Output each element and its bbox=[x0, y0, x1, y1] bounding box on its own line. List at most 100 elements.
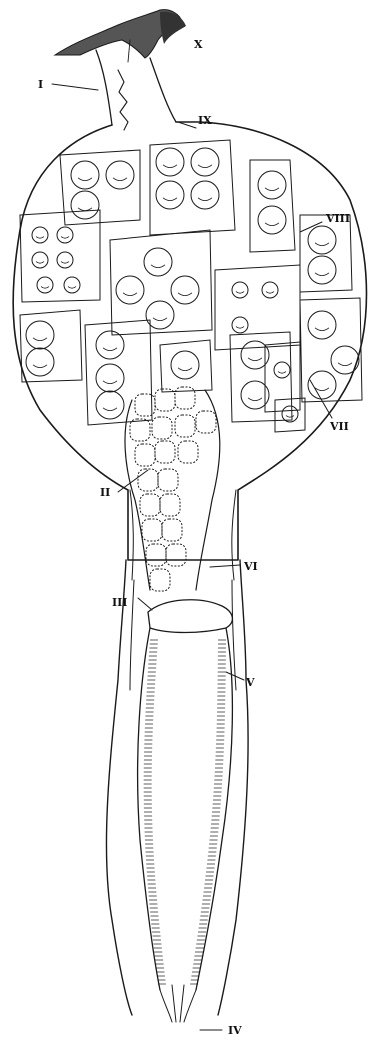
cell-group bbox=[215, 265, 300, 350]
cell bbox=[232, 282, 248, 298]
cell-nucleus-mark bbox=[103, 348, 117, 351]
label-viii: VIII bbox=[325, 212, 350, 225]
cell-nucleus-mark bbox=[338, 363, 352, 366]
cell-nucleus-mark bbox=[265, 223, 279, 226]
sac-inner-wall-right bbox=[232, 490, 236, 580]
cell-nucleus-mark bbox=[198, 198, 212, 201]
cell bbox=[57, 252, 73, 268]
column-cell bbox=[158, 469, 178, 491]
cell-nucleus-mark bbox=[266, 292, 274, 294]
sac-inner-wall-left bbox=[130, 490, 133, 580]
cell-nucleus-mark bbox=[248, 398, 262, 401]
cell-nucleus-mark bbox=[33, 365, 47, 368]
cell bbox=[262, 282, 278, 298]
stalk-i bbox=[96, 40, 176, 130]
cell-nucleus-mark bbox=[315, 243, 329, 246]
cell-nucleus-mark bbox=[33, 338, 47, 341]
cell-nucleus-mark bbox=[36, 262, 44, 264]
column-cell bbox=[146, 544, 166, 566]
cell bbox=[156, 181, 184, 209]
cell bbox=[96, 364, 124, 392]
attachment-x bbox=[55, 10, 186, 58]
cell bbox=[171, 351, 199, 379]
column-cell bbox=[160, 494, 180, 516]
cell bbox=[258, 206, 286, 234]
cell-nucleus-mark bbox=[315, 273, 329, 276]
cell-nucleus-mark bbox=[236, 327, 244, 329]
cell bbox=[26, 321, 54, 349]
cell-nucleus-mark bbox=[248, 358, 262, 361]
column-cell bbox=[166, 544, 186, 566]
column-cell bbox=[155, 441, 175, 463]
leader-lines bbox=[52, 84, 332, 1030]
cell-nucleus-mark bbox=[198, 165, 212, 168]
label-iv: IV bbox=[228, 1024, 242, 1037]
label-vii: VII bbox=[329, 420, 349, 433]
cell bbox=[331, 346, 359, 374]
label-i: I bbox=[38, 78, 43, 91]
cell-nucleus-mark bbox=[153, 318, 167, 321]
cell-group bbox=[300, 298, 362, 402]
cell bbox=[32, 227, 48, 243]
cell bbox=[96, 331, 124, 359]
cell-group bbox=[85, 320, 152, 425]
cell bbox=[308, 311, 336, 339]
cell bbox=[274, 362, 290, 378]
column-cell bbox=[196, 411, 216, 433]
cell-nucleus-mark bbox=[315, 388, 329, 391]
cell-nucleus-mark bbox=[103, 381, 117, 384]
column-cell bbox=[175, 415, 195, 437]
cell-nucleus-mark bbox=[103, 408, 117, 411]
column-cell bbox=[152, 417, 172, 439]
cell bbox=[26, 348, 54, 376]
cell bbox=[96, 391, 124, 419]
cell-nucleus-mark bbox=[68, 287, 76, 289]
cell-nucleus-mark bbox=[286, 416, 294, 418]
cell-nucleus-mark bbox=[278, 372, 286, 374]
cell-nucleus-mark bbox=[265, 188, 279, 191]
cell bbox=[32, 252, 48, 268]
cell-group bbox=[150, 140, 235, 235]
label-x: X bbox=[194, 38, 203, 51]
cell-nucleus-mark bbox=[163, 165, 177, 168]
cell bbox=[171, 276, 199, 304]
cell-nucleus-mark bbox=[315, 328, 329, 331]
column-cell bbox=[150, 569, 170, 591]
cell bbox=[191, 181, 219, 209]
label-vi: VI bbox=[243, 560, 258, 573]
embryo-body-v bbox=[138, 600, 233, 1022]
cell bbox=[308, 226, 336, 254]
label-ix: IX bbox=[198, 114, 212, 127]
cell bbox=[156, 148, 184, 176]
cell bbox=[71, 191, 99, 219]
neck-tube bbox=[106, 560, 248, 1015]
cell-nucleus-mark bbox=[36, 237, 44, 239]
cell bbox=[106, 161, 134, 189]
cell-group bbox=[265, 342, 300, 412]
cell bbox=[116, 276, 144, 304]
cell bbox=[71, 161, 99, 189]
cell bbox=[37, 277, 53, 293]
cell-nucleus-mark bbox=[163, 198, 177, 201]
column-cell bbox=[138, 469, 158, 491]
cell bbox=[232, 317, 248, 333]
cell-group bbox=[230, 332, 292, 422]
sac-wall bbox=[13, 122, 366, 560]
cell-nucleus-mark bbox=[78, 178, 92, 181]
cell-nucleus-mark bbox=[41, 287, 49, 289]
cell bbox=[64, 277, 80, 293]
label-ii: II bbox=[100, 486, 110, 499]
cell-nucleus-mark bbox=[178, 293, 192, 296]
cell bbox=[258, 171, 286, 199]
cell bbox=[144, 248, 172, 276]
cell bbox=[191, 148, 219, 176]
label-v: V bbox=[245, 676, 255, 689]
cell-nucleus-mark bbox=[61, 262, 69, 264]
cell-nucleus-mark bbox=[178, 368, 192, 371]
column-cell bbox=[162, 519, 182, 541]
column-cell bbox=[142, 519, 162, 541]
cell-group bbox=[160, 340, 212, 392]
label-iii: III bbox=[112, 596, 127, 609]
cell-nucleus-mark bbox=[113, 178, 127, 181]
